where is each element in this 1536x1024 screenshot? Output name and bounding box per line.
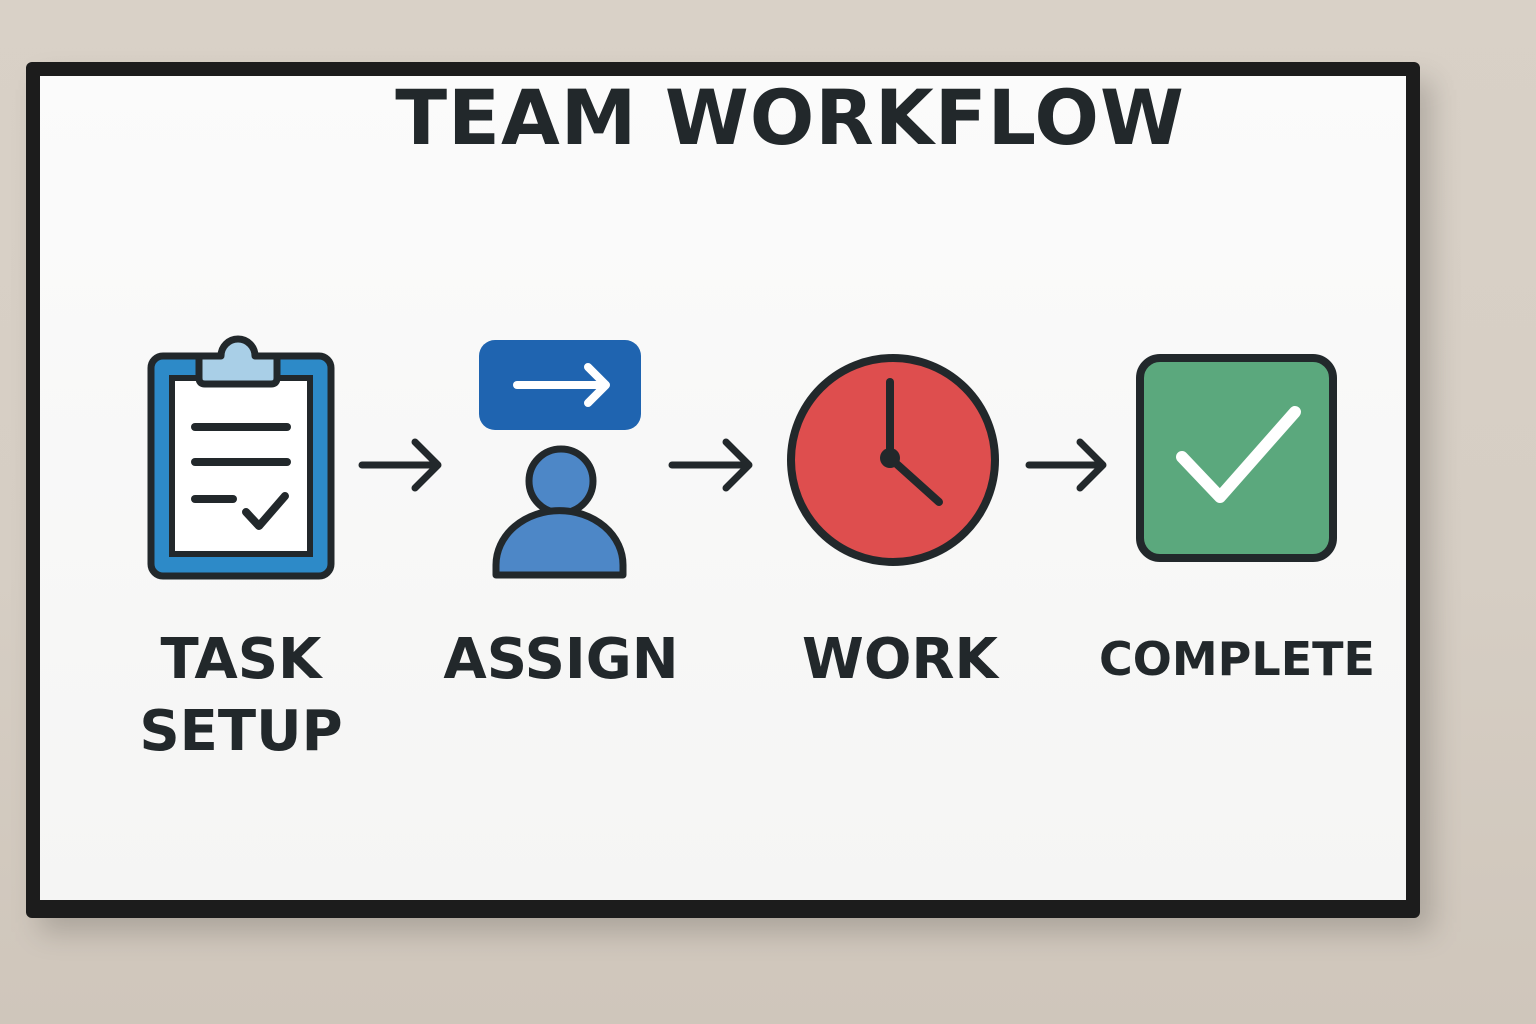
step-label-line: ASSIGN	[443, 627, 679, 692]
flow-arrow-3	[1025, 438, 1107, 492]
step-label-assign: ASSIGN	[440, 624, 682, 696]
flow-arrow-2	[668, 438, 753, 492]
step-label-task-setup: TASK SETUP	[130, 624, 352, 767]
checkbox-checked-icon	[1136, 354, 1337, 562]
assign-person-icon	[479, 340, 641, 579]
flow-arrow-1	[358, 438, 442, 492]
step-label-line: SETUP	[139, 698, 343, 764]
step-label-line: TASK	[160, 627, 322, 692]
clock-icon	[787, 354, 999, 566]
step-label-complete: COMPLETE	[1092, 630, 1382, 689]
step-label-line: COMPLETE	[1099, 632, 1375, 686]
step-label-work: WORK	[790, 624, 1010, 696]
step-label-line: WORK	[802, 627, 998, 692]
page-title: TEAM WORKFLOW	[395, 73, 1185, 162]
clipboard-checklist-icon	[147, 335, 335, 580]
